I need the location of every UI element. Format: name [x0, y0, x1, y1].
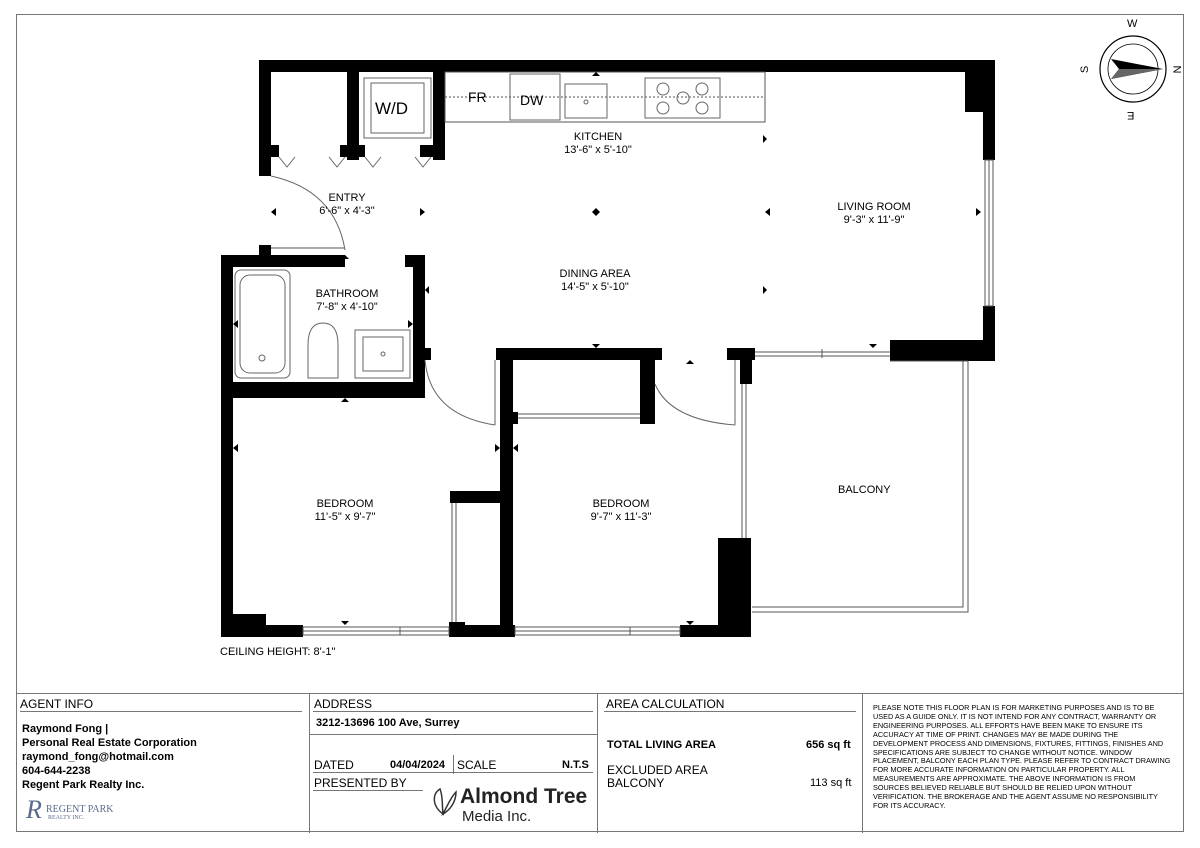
- presenter-logo: Almond Tree Media Inc.: [424, 782, 596, 828]
- total-area-label: TOTAL LIVING AREA: [607, 739, 716, 751]
- dated-label: DATED: [314, 758, 354, 772]
- ceiling-height: CEILING HEIGHT: 8'-1": [220, 646, 336, 658]
- room-bathroom-name: BATHROOM: [315, 288, 379, 300]
- balcony-area-label: BALCONY: [607, 776, 665, 790]
- scale-value: N.T.S: [562, 759, 589, 771]
- dimension-markers: [233, 72, 981, 625]
- page-frame: [16, 14, 1184, 832]
- area-header: AREA CALCULATION: [606, 697, 725, 711]
- total-area-value: 656 sq ft: [806, 739, 851, 751]
- room-bedroom-1-dims: 11'-5" x 9'-7": [314, 511, 376, 523]
- compass-s: S: [1079, 65, 1092, 74]
- agent-logo-line2: REALTY INC.: [48, 815, 85, 821]
- agent-line-2: Personal Real Estate Corporation: [22, 737, 197, 749]
- room-living-name: LIVING ROOM: [837, 201, 911, 213]
- room-bedroom-2-dims: 9'-7" x 11'-3": [590, 511, 652, 523]
- compass-e: E: [1127, 109, 1135, 121]
- room-bedroom-2: BEDROOM 9'-7" x 11'-3": [571, 498, 671, 524]
- presenter-sub: Media Inc.: [462, 808, 532, 825]
- dated-value: 04/04/2024: [390, 759, 446, 771]
- door-swings: [270, 156, 736, 426]
- room-entry-name: ENTRY: [328, 192, 366, 204]
- agent-email: raymond_fong@hotmail.com: [22, 751, 174, 763]
- balcony-area-value: 113 sq ft: [810, 777, 852, 789]
- appliance-fr-label: FR: [468, 89, 487, 105]
- room-dining-dims: 14'-5" x 5'-10": [561, 281, 629, 293]
- agent-phone: 604-644-2238: [22, 765, 91, 777]
- windows-and-lines: [271, 71, 994, 636]
- room-living-dims: 9'-3" x 11'-9": [843, 214, 905, 226]
- agent-logo-line1: REGENT PARK: [46, 804, 114, 815]
- address-value: 3212-13696 100 Ave, Surrey: [316, 717, 460, 729]
- room-entry: ENTRY 6'-6" x 4'-3": [297, 192, 397, 218]
- address-header: ADDRESS: [314, 697, 373, 711]
- scale-label: SCALE: [457, 758, 497, 772]
- fixtures: [234, 73, 721, 379]
- excluded-area-label: EXCLUDED AREA: [607, 763, 708, 777]
- compass-n: N: [1170, 65, 1183, 74]
- agent-header: AGENT INFO: [20, 697, 94, 711]
- room-bedroom-1-name: BEDROOM: [316, 498, 374, 510]
- almond-leaf-icon: [433, 787, 457, 816]
- room-bathroom-dims: 7'-8" x 4'-10": [316, 301, 378, 313]
- room-kitchen-name: KITCHEN: [573, 131, 623, 143]
- appliance-wd-label: W/D: [375, 99, 409, 118]
- agent-line-1: Raymond Fong |: [22, 723, 109, 735]
- agent-logo-initial: R: [26, 795, 42, 824]
- compass-w: W: [1127, 18, 1138, 30]
- room-dining-name: DINING AREA: [559, 268, 631, 280]
- room-bathroom: BATHROOM 7'-8" x 4'-10": [297, 288, 397, 314]
- compass: [1099, 35, 1167, 103]
- room-kitchen: KITCHEN 13'-6" x 5'-10": [548, 131, 648, 157]
- walls: [221, 60, 995, 637]
- floor-plan-drawing: [221, 35, 1167, 637]
- room-dining: DINING AREA 14'-5" x 5'-10": [540, 268, 650, 294]
- appliance-dw-label: DW: [520, 92, 544, 108]
- room-living: LIVING ROOM 9'-3" x 11'-9": [814, 201, 934, 227]
- room-balcony: BALCONY: [838, 484, 891, 496]
- agent-logo: R REGENT PARK REALTY INC.: [26, 795, 146, 827]
- room-entry-dims: 6'-6" x 4'-3": [319, 205, 375, 217]
- agent-brokerage: Regent Park Realty Inc.: [22, 779, 145, 791]
- room-bedroom-2-name: BEDROOM: [592, 498, 650, 510]
- title-block: AGENT INFO Raymond Fong | Personal Real …: [16, 693, 1184, 833]
- presenter-name: Almond Tree: [460, 785, 588, 808]
- disclaimer: PLEASE NOTE THIS FLOOR PLAN IS FOR MARKE…: [873, 703, 1171, 810]
- room-bedroom-1: BEDROOM 11'-5" x 9'-7": [295, 498, 395, 524]
- room-kitchen-dims: 13'-6" x 5'-10": [564, 144, 632, 156]
- presented-label: PRESENTED BY: [314, 776, 407, 790]
